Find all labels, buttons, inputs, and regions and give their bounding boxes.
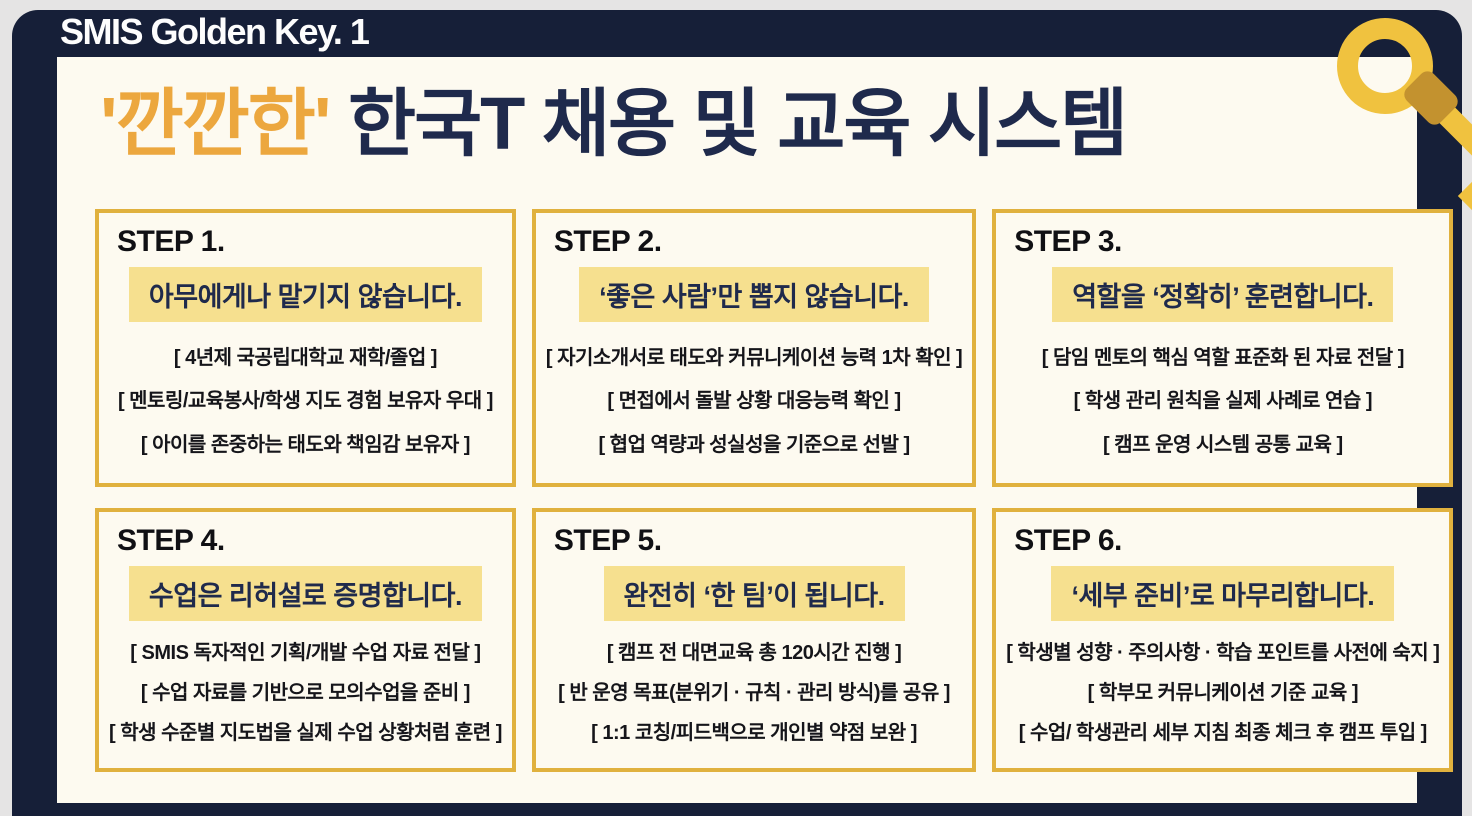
step-headline: 완전히 ‘한 팀’이 됩니다.	[603, 566, 905, 621]
steps-grid: STEP 1. 아무에게나 맡기지 않습니다. [ 4년제 국공립대학교 재학/…	[95, 209, 1454, 772]
step-label: STEP 4.	[117, 524, 225, 557]
content-panel: '깐깐한' 한국T 채용 및 교육 시스템 STEP 1. 아무에게나 맡기지 …	[57, 57, 1454, 803]
step-items: [ 담임 멘토의 핵심 역할 표준화 된 자료 전달 ] [ 학생 관리 원칙을…	[1006, 326, 1439, 471]
step-items: [ 캠프 전 대면교육 총 120시간 진행 ] [ 반 운영 목표(분위기 ·…	[546, 625, 962, 756]
step-card-2: STEP 2. ‘좋은 사람’만 뽑지 않습니다. [ 자기소개서로 태도와 커…	[531, 209, 977, 487]
step-card-5: STEP 5. 완전히 ‘한 팀’이 됩니다. [ 캠프 전 대면교육 총 12…	[531, 508, 977, 772]
step-headline-wrap: 아무에게나 맡기지 않습니다.	[109, 267, 502, 322]
step-headline-wrap: 완전히 ‘한 팀’이 됩니다.	[546, 566, 962, 621]
step-headline: 역할을 ‘정확히’ 훈련합니다.	[1052, 267, 1394, 322]
step-items: [ 자기소개서로 태도와 커뮤니케이션 능력 1차 확인 ] [ 면접에서 돌발…	[545, 326, 963, 471]
step-item: [ 수업/ 학생관리 세부 지침 최종 체크 후 캠프 투입 ]	[1018, 722, 1428, 744]
step-item: [ 멘토링/교육봉사/학생 지도 경험 보유자 우대 ]	[117, 390, 493, 412]
step-headline: ‘세부 준비’로 마무리합니다.	[1051, 566, 1395, 621]
page-title-rest: 한국T 채용 및 교육 시스템	[329, 82, 1128, 165]
step-headline-wrap: ‘좋은 사람’만 뽑지 않습니다.	[546, 267, 962, 322]
step-headline: 수업은 리허설로 증명합니다.	[128, 566, 482, 621]
page-title-accent: '깐깐한'	[100, 82, 331, 165]
step-item: [ 학부모 커뮤니케이션 기준 교육 ]	[1087, 682, 1359, 704]
page-title: '깐깐한' 한국T 채용 및 교육 시스템	[100, 82, 1128, 165]
step-item: [ 1:1 코칭/피드백으로 개인별 약점 보완 ]	[591, 722, 917, 744]
step-items: [ SMIS 독자적인 기획/개발 수업 자료 전달 ] [ 수업 자료를 기반…	[109, 625, 502, 756]
step-item: [ 학생별 성향 · 주의사항 · 학습 포인트를 사전에 숙지 ]	[1006, 642, 1440, 664]
step-item: [ 학생 수준별 지도법을 실제 수업 상황처럼 훈련 ]	[109, 722, 502, 744]
step-card-1: STEP 1. 아무에게나 맡기지 않습니다. [ 4년제 국공립대학교 재학/…	[95, 209, 516, 487]
step-item: [ 담임 멘토의 핵심 역할 표준화 된 자료 전달 ]	[1041, 346, 1405, 369]
step-item: [ 자기소개서로 태도와 커뮤니케이션 능력 1차 확인 ]	[545, 346, 963, 369]
step-headline-wrap: ‘세부 준비’로 마무리합니다.	[1006, 566, 1439, 621]
step-item: [ 아이를 존중하는 태도와 책임감 보유자 ]	[140, 433, 471, 456]
step-label: STEP 3.	[1014, 225, 1122, 258]
step-label: STEP 6.	[1014, 524, 1122, 557]
step-item: [ 캠프 전 대면교육 총 120시간 진행 ]	[606, 642, 902, 664]
step-headline-wrap: 수업은 리허설로 증명합니다.	[109, 566, 502, 621]
step-headline: 아무에게나 맡기지 않습니다.	[128, 267, 482, 322]
step-item: [ 면접에서 돌발 상황 대응능력 확인 ]	[607, 390, 901, 412]
step-headline: ‘좋은 사람’만 뽑지 않습니다.	[579, 267, 929, 322]
step-label: STEP 2.	[553, 225, 662, 258]
step-item: [ 수업 자료를 기반으로 모의수업을 준비 ]	[140, 682, 471, 704]
step-card-3: STEP 3. 역할을 ‘정확히’ 훈련합니다. [ 담임 멘토의 핵심 역할 …	[992, 209, 1454, 487]
step-card-6: STEP 6. ‘세부 준비’로 마무리합니다. [ 학생별 성향 · 주의사항…	[992, 508, 1454, 772]
step-item: [ 학생 관리 원칙을 실제 사례로 연습 ]	[1073, 390, 1373, 412]
step-item: [ 캠프 운영 시스템 공통 교육 ]	[1103, 433, 1343, 456]
badge-title: SMIS Golden Key. 1	[60, 11, 370, 52]
step-item: [ SMIS 독자적인 기획/개발 수업 자료 전달 ]	[130, 642, 481, 664]
step-label: STEP 5.	[553, 524, 662, 557]
step-label: STEP 1.	[117, 225, 225, 258]
step-item: [ 반 운영 목표(분위기 · 규칙 · 관리 방식)를 공유 ]	[558, 682, 950, 704]
step-items: [ 학생별 성향 · 주의사항 · 학습 포인트를 사전에 숙지 ] [ 학부모…	[1006, 625, 1440, 756]
step-item: [ 4년제 국공립대학교 재학/졸업 ]	[173, 346, 438, 369]
step-headline-wrap: 역할을 ‘정확히’ 훈련합니다.	[1006, 267, 1439, 322]
step-items: [ 4년제 국공립대학교 재학/졸업 ] [ 멘토링/교육봉사/학생 지도 경험…	[109, 326, 502, 471]
step-item: [ 협업 역량과 성실성을 기준으로 선발 ]	[598, 433, 910, 456]
step-card-4: STEP 4. 수업은 리허설로 증명합니다. [ SMIS 독자적인 기획/개…	[95, 508, 516, 772]
